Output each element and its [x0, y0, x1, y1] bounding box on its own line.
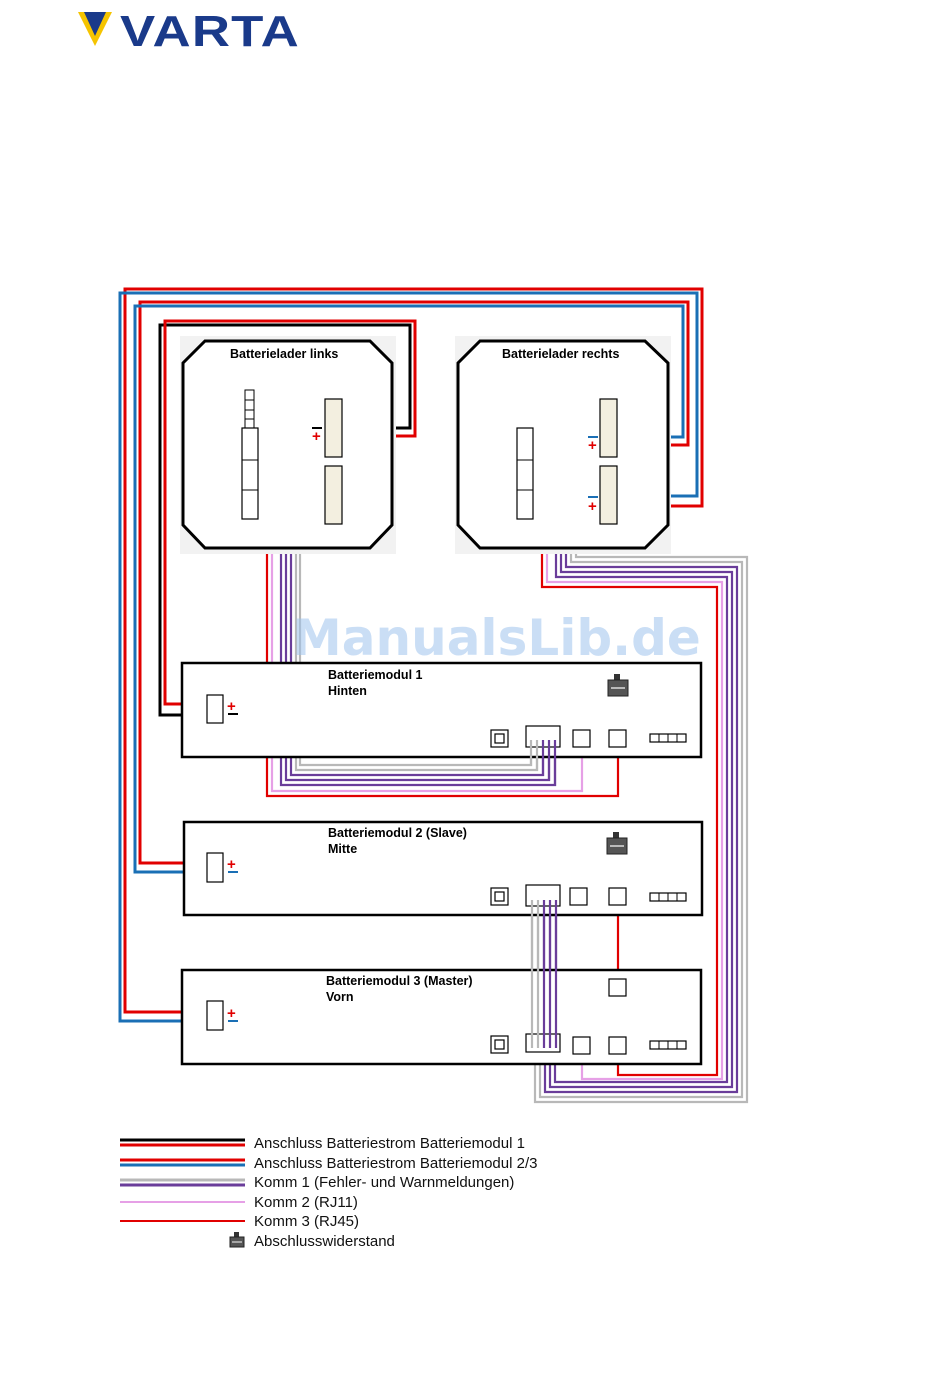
battery-module-2: Batteriemodul 2 (Slave) Mitte +	[182, 820, 704, 917]
charger-left: Batterielader links +	[180, 336, 396, 554]
plus-sign: +	[227, 856, 236, 873]
battery-module-3: Batteriemodul 3 (Master) Vorn +	[180, 968, 703, 1066]
legend-label: Abschlusswiderstand	[254, 1233, 395, 1250]
charger-right-comm-ports	[516, 427, 534, 520]
module-3-rj45-port	[608, 1036, 627, 1055]
module-2-subtitle: Mitte	[328, 842, 357, 856]
varta-logo: VARTA	[78, 10, 300, 50]
legend-item-1: Anschluss Batteriestrom Batteriemodul 1	[120, 1135, 525, 1152]
legend: Anschluss Batteriestrom Batteriemodul 1 …	[120, 1135, 537, 1250]
module-1-rj45-port	[608, 729, 627, 748]
module-1-title: Batteriemodul 1	[328, 668, 423, 682]
legend-item-5: Komm 3 (RJ45)	[120, 1213, 359, 1230]
wire-m1-red	[163, 319, 417, 706]
charger-right-terminal-2	[599, 465, 618, 525]
charger-right-label: Batterielader rechts	[502, 347, 619, 361]
legend-label: Anschluss Batteriestrom Batteriemodul 2/…	[254, 1155, 537, 1172]
charger-right-body	[456, 339, 670, 550]
battery-module-1: Batteriemodul 1 Hinten +	[180, 661, 703, 759]
module-1-rj11-port	[572, 729, 591, 748]
charger-left-comm-pins	[244, 389, 255, 429]
wire-m3-blue	[118, 291, 699, 1023]
legend-item-6: Abschlusswiderstand	[229, 1232, 395, 1250]
module-2-title: Batteriemodul 2 (Slave)	[328, 826, 467, 840]
module-2-rj11-port	[569, 887, 588, 906]
module-2-rj45-port	[608, 887, 627, 906]
module-2-power-terminal	[206, 852, 224, 883]
terminator-icon	[229, 1232, 245, 1248]
plus-sign: +	[227, 1005, 236, 1022]
module-3-power-terminal	[206, 1000, 224, 1031]
legend-label: Komm 3 (RJ45)	[254, 1213, 359, 1230]
charger-left-terminal-2	[324, 465, 343, 525]
plus-sign: +	[312, 428, 321, 445]
charger-left-terminal-1	[324, 398, 343, 458]
module-3-title: Batteriemodul 3 (Master)	[326, 974, 473, 988]
logo-chevron-icon	[84, 12, 106, 36]
legend-item-4: Komm 2 (RJ11)	[120, 1194, 358, 1211]
terminator-icon	[607, 674, 629, 697]
comm-wire-overlay	[529, 740, 558, 1048]
plus-sign: +	[588, 437, 597, 454]
logo-wordmark: VARTA	[120, 10, 300, 50]
charger-right-terminal-1	[599, 398, 618, 458]
legend-label: Komm 1 (Fehler- und Warnmeldungen)	[254, 1174, 514, 1191]
module-1-power-terminal	[206, 694, 224, 724]
wire-m2-red	[138, 300, 690, 865]
legend-label: Komm 2 (RJ11)	[254, 1194, 358, 1211]
wire-m1-black	[158, 323, 412, 717]
module-3-upper-port	[608, 978, 627, 997]
charger-right: Batterielader rechts + +	[455, 336, 671, 554]
module-3-rj11-port	[572, 1036, 591, 1055]
module-1-subtitle: Hinten	[328, 684, 367, 698]
terminator-icon	[606, 832, 628, 855]
legend-label: Anschluss Batteriestrom Batteriemodul 1	[254, 1135, 525, 1152]
plus-sign: +	[227, 698, 236, 715]
module-3-subtitle: Vorn	[326, 990, 354, 1004]
watermark: ManualsLib.de	[292, 609, 701, 667]
charger-left-body	[181, 339, 394, 550]
charger-left-label: Batterielader links	[230, 347, 338, 361]
wire-m3-red	[123, 287, 704, 1014]
plus-sign: +	[588, 498, 597, 515]
charger-left-comm-ports	[241, 427, 259, 520]
legend-item-2: Anschluss Batteriestrom Batteriemodul 2/…	[120, 1155, 537, 1172]
legend-item-3: Komm 1 (Fehler- und Warnmeldungen)	[120, 1174, 514, 1191]
